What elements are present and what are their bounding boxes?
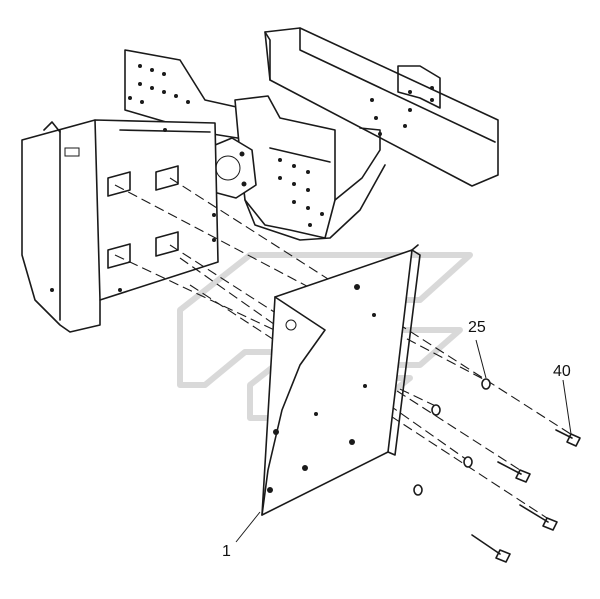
callout-label-40: 40 (553, 363, 571, 380)
frame-channel-upper (264, 27, 499, 187)
callout-label-1: 1 (222, 543, 231, 560)
washers (413, 378, 491, 496)
crossmember-bracket (234, 95, 386, 241)
bolts (471, 429, 581, 563)
leader-lines (235, 339, 572, 543)
cover-plate (261, 244, 421, 516)
frame-rail-rear (124, 49, 251, 141)
callout-label-25: 25 (468, 319, 486, 336)
